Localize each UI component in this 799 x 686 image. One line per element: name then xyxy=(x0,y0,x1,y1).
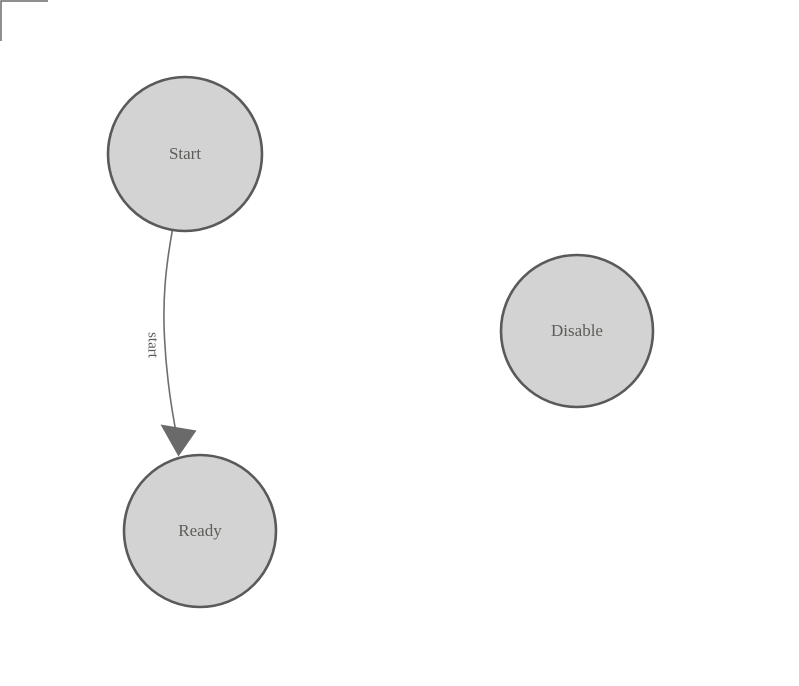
arrowhead-icon xyxy=(160,424,197,457)
edge-start-to-ready[interactable]: start xyxy=(145,229,197,457)
node-disable-circle[interactable] xyxy=(499,253,655,409)
node-start-circle[interactable] xyxy=(106,75,264,233)
node-disable[interactable]: Disable xyxy=(499,253,655,409)
node-ready[interactable]: Ready xyxy=(122,453,278,609)
node-start[interactable]: Start xyxy=(106,75,264,233)
viewport-corner-mark xyxy=(0,0,48,41)
edge-line xyxy=(163,229,178,438)
node-ready-circle[interactable] xyxy=(122,453,278,609)
edge-label-start: start xyxy=(145,332,161,359)
